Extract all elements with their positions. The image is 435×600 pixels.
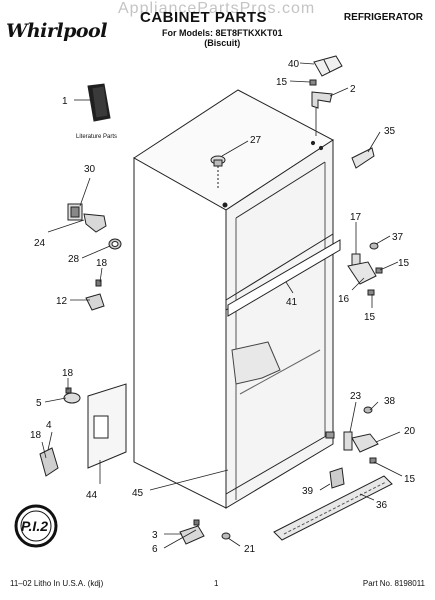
callout-2: 2 — [350, 84, 356, 95]
callout-16: 16 — [338, 294, 350, 305]
callout-3: 3 — [152, 530, 158, 541]
brand-logo: Whirlpool — [6, 20, 107, 42]
right-middle-hinge-part — [347, 242, 383, 296]
watermark: AppliancePartsPros.com — [118, 0, 316, 17]
callout-15-mid: 15 — [398, 258, 410, 269]
callout-20: 20 — [404, 426, 416, 437]
callout-41: 41 — [286, 297, 298, 308]
footer-litho: 11–02 Litho In U.S.A. (kdj) — [10, 579, 104, 588]
part-39 — [329, 467, 345, 489]
part-35 — [351, 147, 375, 169]
callout-12: 12 — [56, 296, 68, 307]
models-line: For Models: 8ET8FTKXKT01 — [162, 28, 283, 38]
callout-30: 30 — [84, 164, 96, 175]
appliance-category: REFRIGERATOR — [343, 12, 423, 23]
literature-parts-label: Literature Parts — [76, 134, 117, 140]
leader-lines — [41, 62, 403, 549]
base-grille-part — [273, 475, 393, 541]
callout-23: 23 — [350, 391, 362, 402]
callout-15-lower: 15 — [364, 312, 376, 323]
callout-6: 6 — [152, 544, 158, 555]
footer-part-number: Part No. 8198011 — [362, 579, 425, 588]
plug-part — [210, 155, 226, 190]
callout-18-middle: 18 — [62, 368, 74, 379]
bottom-hinge-part — [325, 406, 379, 464]
callout-40: 40 — [288, 59, 300, 70]
bottom-front-hardware-part — [179, 519, 231, 545]
hinge-cover-part — [313, 55, 343, 77]
callout-35: 35 — [384, 126, 396, 137]
callout-24: 24 — [34, 238, 46, 249]
divider-bar-part — [227, 239, 341, 317]
callout-4: 4 — [46, 420, 52, 431]
callout-18-lower: 18 — [30, 430, 42, 441]
top-hinge-part — [311, 91, 333, 136]
callout-38: 38 — [384, 396, 396, 407]
callout-44: 44 — [86, 490, 98, 501]
revision-stamp — [14, 504, 58, 548]
header: AppliancePartsPros.com Whirlpool CABINET… — [0, 0, 435, 50]
footer-page-number: 1 — [214, 579, 219, 588]
callout-15-top: 15 — [276, 77, 288, 88]
callout-39: 39 — [302, 486, 314, 497]
screw-top-part — [309, 79, 317, 86]
callout-21: 21 — [244, 544, 256, 555]
callout-15-bottom: 15 — [404, 474, 416, 485]
callout-28: 28 — [68, 254, 80, 265]
callout-37: 37 — [392, 232, 404, 243]
left-hinge-hardware-part — [85, 279, 105, 311]
callout-18-upper: 18 — [96, 258, 108, 269]
page-title: CABINET PARTS — [140, 9, 268, 26]
model-info: For Models: 8ET8FTKXKT01 (Biscuit) — [162, 28, 283, 48]
door-stop-part — [39, 447, 59, 477]
side-panel-part — [87, 383, 127, 469]
color-line: (Biscuit) — [204, 38, 241, 48]
callout-17: 17 — [350, 212, 362, 223]
callout-36: 36 — [376, 500, 388, 511]
revision-stamp-text: P.I.2 — [21, 518, 48, 534]
callout-27: 27 — [250, 135, 262, 146]
handle-hardware-part — [67, 203, 122, 250]
callout-5: 5 — [36, 398, 42, 409]
left-bracket-part — [63, 387, 81, 404]
callout-1: 1 — [62, 96, 68, 107]
cabinet-body — [133, 89, 334, 509]
literature-parts-booklet — [87, 83, 111, 122]
callout-45: 45 — [132, 488, 144, 499]
